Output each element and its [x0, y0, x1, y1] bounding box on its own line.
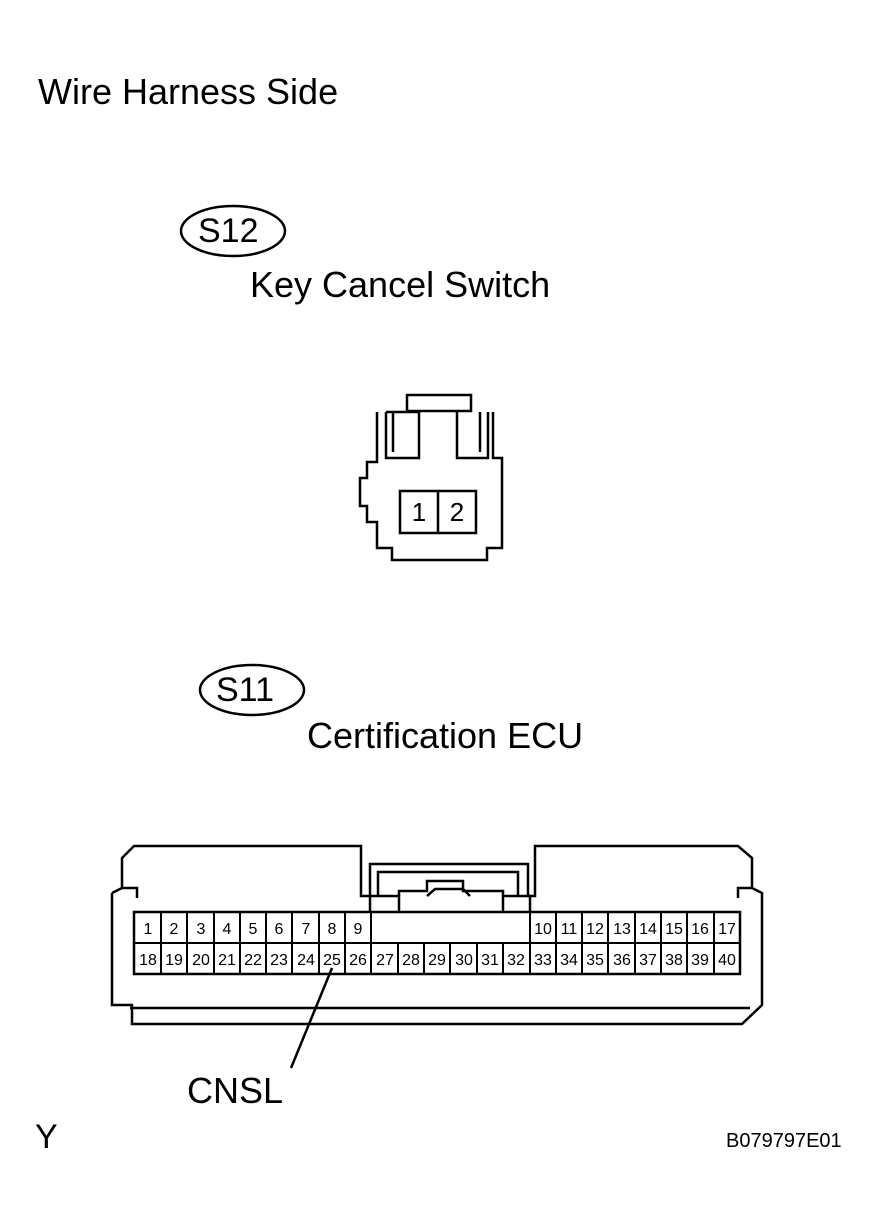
- s11-pin-19: 19: [165, 952, 183, 969]
- s11-pin-23: 23: [270, 952, 288, 969]
- s11-pin-grid-lines: [134, 912, 740, 974]
- s11-pin-34: 34: [560, 952, 578, 969]
- s11-pin-37: 37: [639, 952, 657, 969]
- s11-pin-17: 17: [718, 921, 736, 938]
- s11-pin-4: 4: [223, 921, 232, 938]
- s11-pin-6: 6: [275, 921, 284, 938]
- s11-pin-25: 25: [323, 952, 341, 969]
- s11-pin-12: 12: [586, 921, 604, 938]
- s11-pin-5: 5: [249, 921, 258, 938]
- s11-pin-35: 35: [586, 952, 604, 969]
- s11-pin-2: 2: [170, 921, 179, 938]
- s11-pin-39: 39: [691, 952, 709, 969]
- cnsl-signal-label: CNSL: [187, 1070, 284, 1111]
- s11-pin-38: 38: [665, 952, 683, 969]
- connector-code-s12: S12: [198, 212, 259, 250]
- cnsl-callout-line: [289, 967, 334, 1069]
- s11-pin-24: 24: [297, 952, 315, 969]
- s11-pin-28: 28: [402, 952, 420, 969]
- s11-pin-32: 32: [507, 952, 525, 969]
- s11-pin-22: 22: [244, 952, 262, 969]
- connector-name-key-cancel-switch: Key Cancel Switch: [250, 264, 551, 305]
- s11-pin-1: 1: [144, 921, 153, 938]
- s11-pin-31: 31: [481, 952, 499, 969]
- s11-pin-9: 9: [354, 921, 363, 938]
- s11-pin-36: 36: [613, 952, 631, 969]
- s11-pin-20: 20: [192, 952, 210, 969]
- s12-connector-body: [358, 393, 504, 562]
- page-title: Wire Harness Side: [38, 71, 339, 112]
- s11-pin-33: 33: [534, 952, 552, 969]
- connector-code-s11: S11: [216, 671, 274, 709]
- s11-code-oval: [198, 663, 306, 717]
- s11-pin-27: 27: [376, 952, 394, 969]
- s11-pin-29: 29: [428, 952, 446, 969]
- s12-code-oval: [179, 204, 287, 258]
- s12-pin-2: 2: [450, 497, 464, 527]
- s11-pin-11: 11: [561, 921, 578, 938]
- corner-letter: Y: [35, 1118, 58, 1156]
- s11-pin-16: 16: [691, 921, 709, 938]
- s11-pin-13: 13: [613, 921, 631, 938]
- s12-pin-1: 1: [412, 497, 426, 527]
- s11-pin-7: 7: [302, 921, 311, 938]
- s11-pin-40: 40: [718, 952, 736, 969]
- s11-pin-14: 14: [639, 921, 657, 938]
- s11-pin-8: 8: [328, 921, 337, 938]
- s11-pin-18: 18: [139, 952, 157, 969]
- s11-pin-30: 30: [455, 952, 473, 969]
- s11-pin-15: 15: [665, 921, 683, 938]
- s11-pin-21: 21: [218, 952, 236, 969]
- connector-name-certification-ecu: Certification ECU: [307, 715, 584, 756]
- s11-pin-10: 10: [534, 921, 552, 938]
- s11-pin-26: 26: [349, 952, 367, 969]
- s11-pin-3: 3: [197, 921, 206, 938]
- figure-code: B079797E01: [726, 1130, 842, 1152]
